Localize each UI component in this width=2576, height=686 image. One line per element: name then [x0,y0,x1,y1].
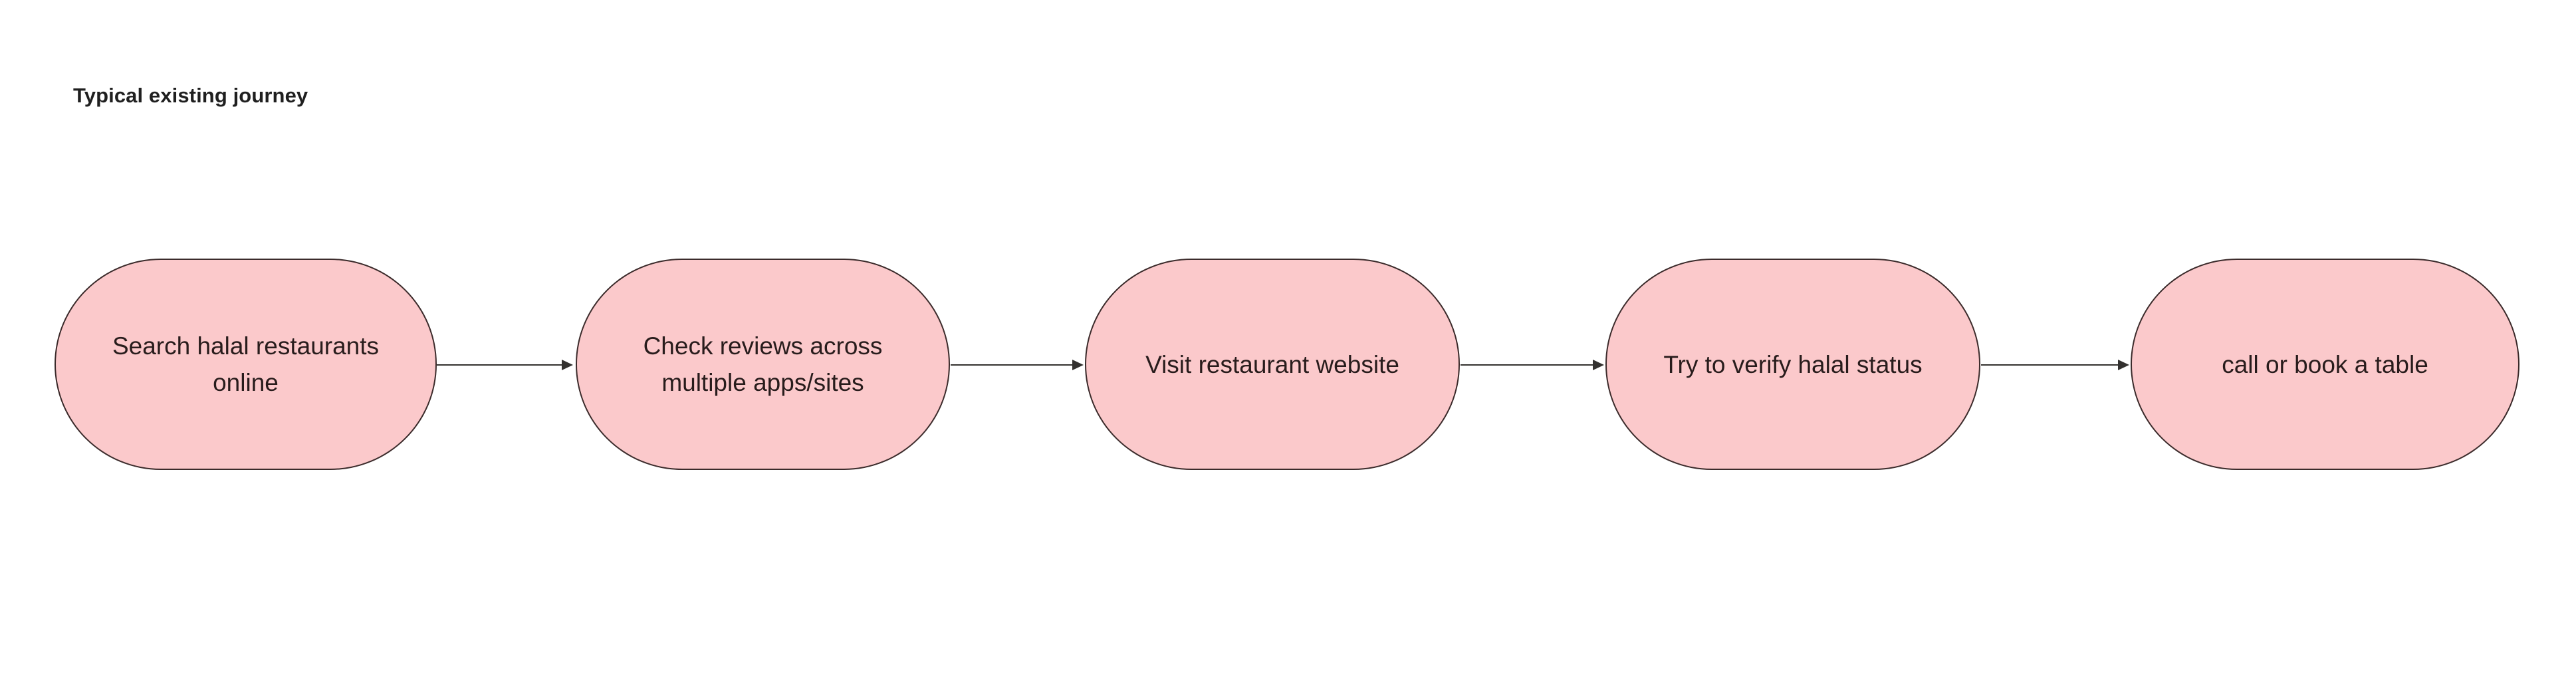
flow-node-label: Visit restaurant website [1145,350,1399,378]
flow-node-3[interactable]: Visit restaurant website [1085,259,1460,470]
flow-node-label: Check reviews across multiple apps/sites [643,332,883,396]
connector-line [437,364,562,366]
page-title: Typical existing journey [73,84,308,107]
arrowhead-right-icon [562,360,573,370]
journey-flow: Search halal restaurants online Check re… [0,259,2576,471]
arrowhead-right-icon [1072,360,1084,370]
arrowhead-right-icon [2118,360,2129,370]
flow-connector-1 [437,359,573,371]
connector-line [1461,364,1593,366]
arrowhead-right-icon [1593,360,1604,370]
flow-connector-4 [1981,359,2129,371]
flow-node-label: call or book a table [2222,350,2428,378]
flow-connector-3 [1461,359,1604,371]
flow-node-label: Search halal restaurants online [112,332,380,396]
connector-line [1981,364,2119,366]
flow-node-label: Try to verify halal status [1663,350,1923,378]
flow-node-2[interactable]: Check reviews across multiple apps/sites [576,259,950,470]
flow-node-5[interactable]: call or book a table [2131,259,2519,470]
flow-connector-2 [951,359,1084,371]
connector-line [951,364,1073,366]
flow-node-1[interactable]: Search halal restaurants online [55,259,437,470]
flow-node-4[interactable]: Try to verify halal status [1605,259,1980,470]
